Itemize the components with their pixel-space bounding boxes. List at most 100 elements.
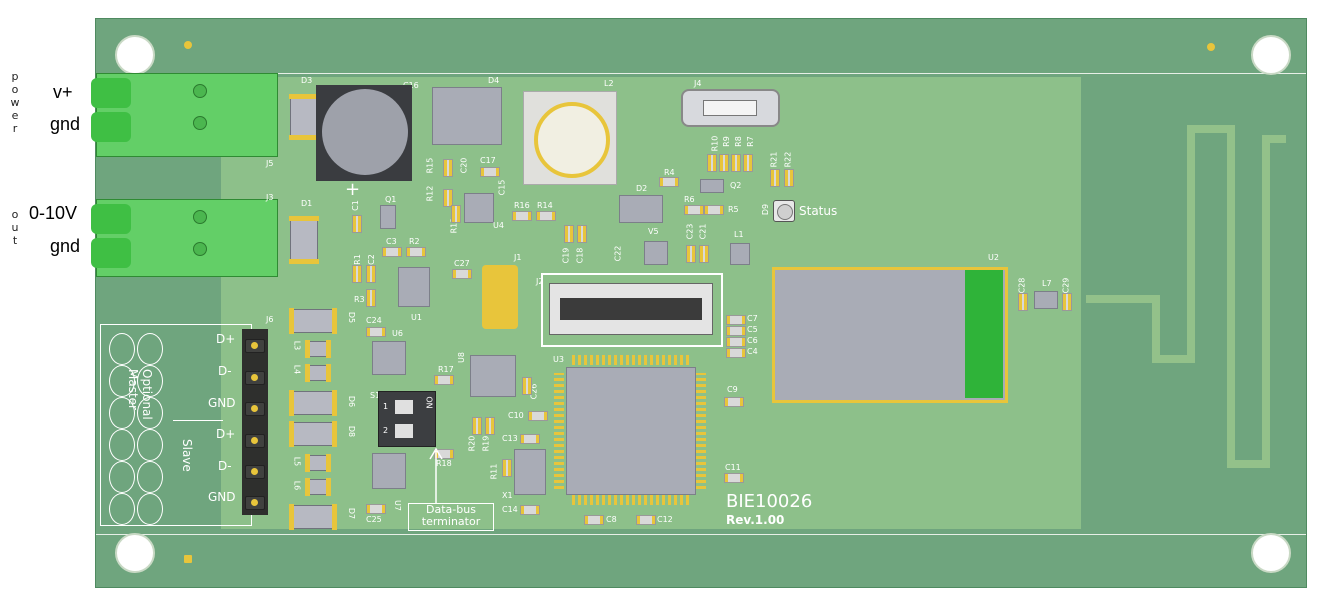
capacitor <box>520 434 540 444</box>
refdes-d3: D3 <box>301 76 313 85</box>
transistor-q1 <box>380 205 396 229</box>
refdes-r12: R12 <box>425 185 435 202</box>
resistor <box>434 375 454 385</box>
terminal-plug-bottom <box>91 112 131 142</box>
dip-label-2: 2 <box>383 426 389 435</box>
dip-toggle-2[interactable] <box>395 424 413 438</box>
resistor <box>485 417 495 435</box>
capacitor <box>724 397 744 407</box>
jumper-ellipse <box>137 429 163 461</box>
panel-line-bottom <box>96 534 1306 535</box>
refdes-r19: R19 <box>481 435 491 452</box>
resistor <box>512 211 532 221</box>
resistor <box>707 154 717 172</box>
inductor-l4 <box>305 364 331 382</box>
refdes-r5: R5 <box>728 205 739 214</box>
usb-connector-j4[interactable] <box>681 89 780 127</box>
capacitor <box>724 473 744 483</box>
pin-header-j6[interactable] <box>242 329 268 515</box>
resistor <box>719 154 729 172</box>
refdes-r16: R16 <box>514 201 530 210</box>
terminal-plug-top <box>91 78 131 108</box>
refdes-l1: L1 <box>734 230 744 239</box>
capacitor <box>366 265 376 283</box>
terminator-arrow <box>429 447 443 503</box>
refdes-j1: J1 <box>514 253 522 262</box>
header-pin <box>245 339 265 353</box>
refdes-c11: C11 <box>725 463 741 472</box>
refdes-r7: R7 <box>745 136 755 147</box>
refdes-d8: D8 <box>347 425 357 438</box>
refdes-c8: C8 <box>606 515 617 524</box>
terminal-plug-bottom <box>91 238 131 268</box>
microcontroller-u3 <box>566 367 696 495</box>
regulator-v5 <box>644 241 668 265</box>
capacitor <box>1062 293 1072 311</box>
jumper-ellipse <box>109 493 135 525</box>
bus-silkscreen-box <box>100 324 252 526</box>
power-terminal-block[interactable] <box>91 73 278 157</box>
transistor-q2 <box>700 179 724 193</box>
refdes-c28: C28 <box>1017 277 1027 294</box>
terminal-screw <box>193 242 207 256</box>
capacitor-c16 <box>316 85 412 181</box>
capacitor <box>528 411 548 421</box>
header-pin <box>245 496 265 510</box>
refdes-c18: C18 <box>575 247 585 264</box>
resistor <box>472 417 482 435</box>
inductor-l2 <box>523 91 617 185</box>
refdes-r8: R8 <box>733 136 743 147</box>
refdes-d1: D1 <box>301 199 313 208</box>
out-letter: u <box>11 221 19 234</box>
refdes-r22: R22 <box>783 151 793 168</box>
refdes-l5: L5 <box>292 456 302 467</box>
wireless-module-u2 <box>772 267 1008 403</box>
jumper-ellipse <box>109 397 135 429</box>
resistor <box>406 247 426 257</box>
resistor <box>704 205 724 215</box>
inductor-coil <box>534 102 610 178</box>
header-pin <box>245 402 265 416</box>
refdes-c17: C17 <box>480 156 496 165</box>
refdes-j6: J6 <box>266 315 274 324</box>
refdes-j2: J2 <box>536 277 544 286</box>
out-side-label: o u t <box>9 208 21 247</box>
bus-pin-label: GND <box>208 396 236 410</box>
mounting-hole-top-right <box>1251 35 1291 75</box>
refdes-j5: J5 <box>266 159 274 168</box>
jumper-ellipse <box>109 461 135 493</box>
terminator-line2: terminator <box>421 515 481 528</box>
mounting-hole-bottom-left <box>115 533 155 573</box>
capacitor <box>452 269 472 279</box>
dip-toggle-1[interactable] <box>395 400 413 414</box>
capacitor <box>726 315 746 325</box>
capacitor <box>726 337 746 347</box>
dip-switch-s1[interactable]: 1 2 ON <box>378 391 436 447</box>
refdes-c5: C5 <box>747 325 758 334</box>
capacitor-c16-top <box>322 89 408 175</box>
output-terminal-block[interactable] <box>91 199 278 277</box>
header-pin-field <box>560 298 702 320</box>
refdes-r21: R21 <box>769 151 779 168</box>
capacitor <box>520 505 540 515</box>
resistor <box>731 154 741 172</box>
bus-pin-label: D+ <box>216 332 236 346</box>
diode-d6 <box>289 390 337 416</box>
capacitor <box>726 326 746 336</box>
refdes-l7: L7 <box>1042 279 1052 288</box>
refdes-u6: U6 <box>392 329 403 338</box>
jumper-ellipse <box>109 333 135 365</box>
bus-master-line1: Optional <box>140 369 154 420</box>
inductor-l7 <box>1034 291 1058 309</box>
module-antenna-area <box>965 270 1003 398</box>
refdes-d6: D6 <box>347 395 357 408</box>
box-header-j2[interactable] <box>541 273 723 347</box>
refdes-r11: R11 <box>489 463 499 480</box>
capacitor <box>564 225 574 243</box>
refdes-r20: R20 <box>467 435 477 452</box>
power-letter: r <box>12 122 18 135</box>
capacitor <box>726 348 746 358</box>
refdes-c21: C21 <box>698 223 708 240</box>
refdes-c20: C20 <box>459 157 469 174</box>
board-name: BIE10026 <box>726 491 813 512</box>
